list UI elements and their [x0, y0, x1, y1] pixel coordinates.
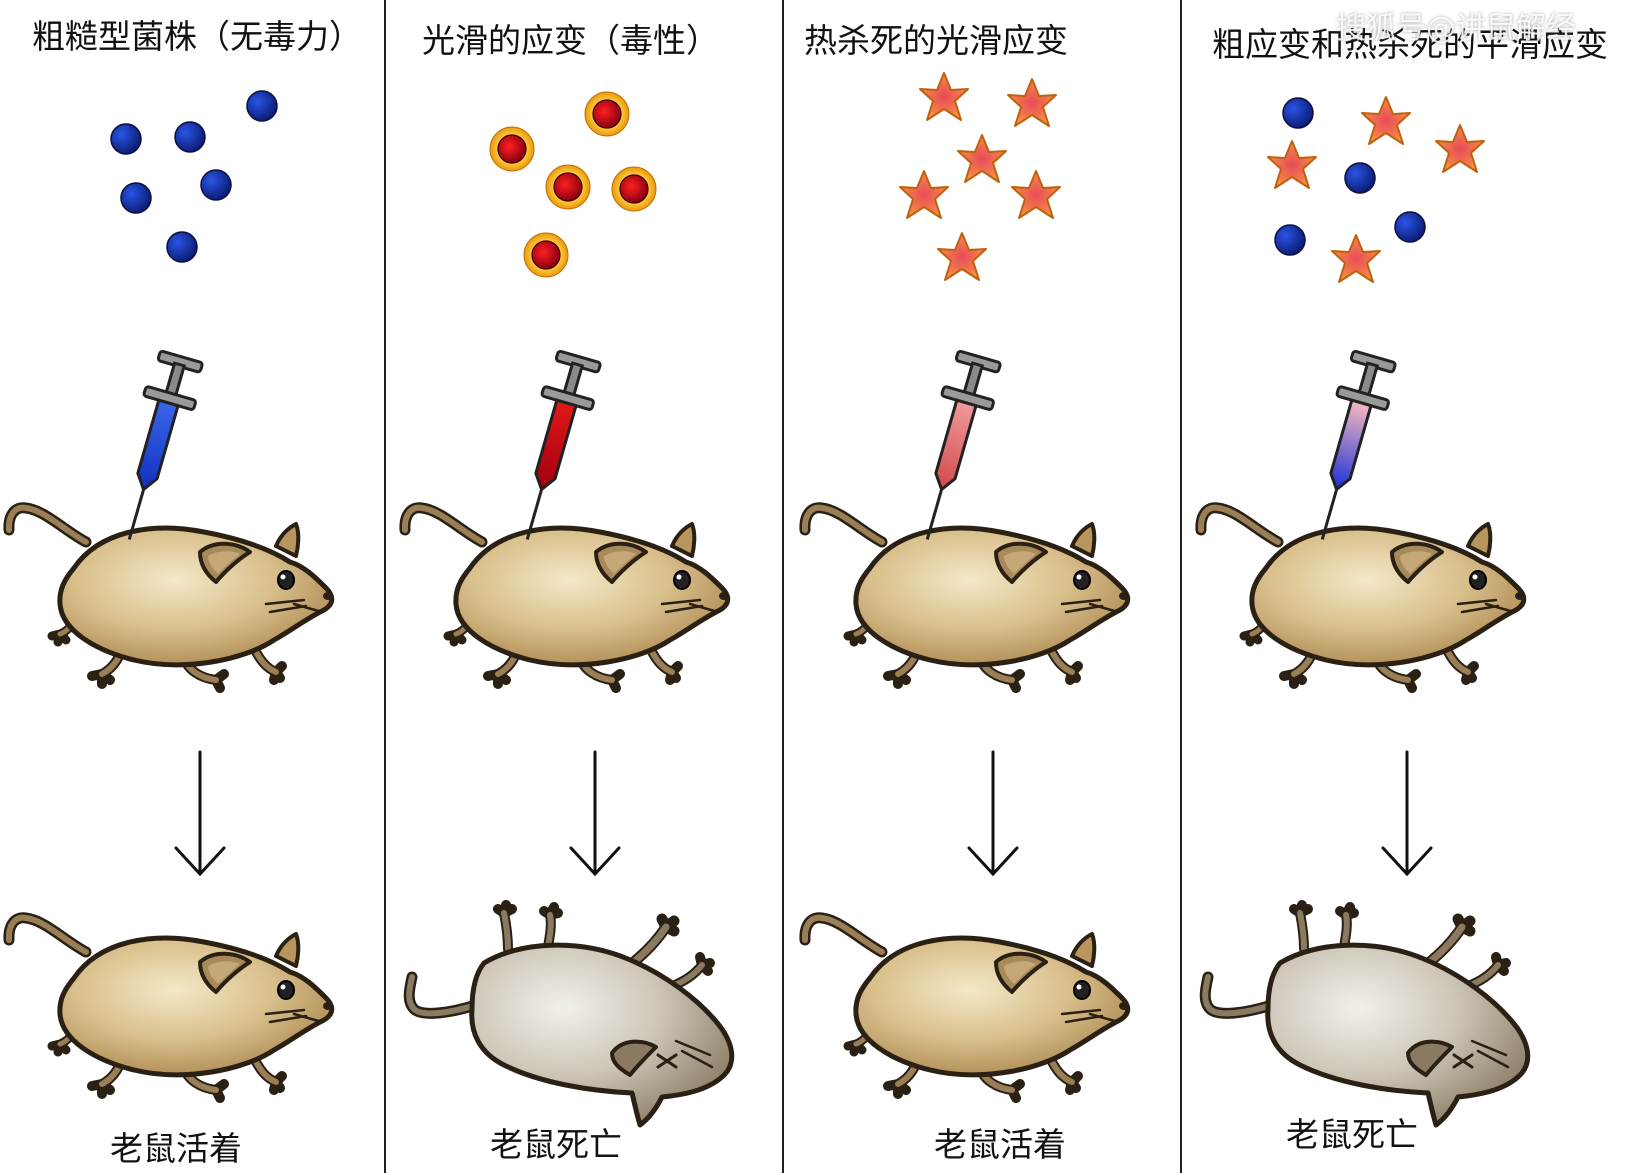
smooth-bacterium	[545, 164, 591, 210]
smooth-bacterium	[523, 232, 569, 278]
heat-killed-bacterium	[1267, 140, 1317, 189]
mouse-result-dead	[409, 905, 732, 1125]
mice-layer	[9, 508, 1528, 1125]
rough-bacterium	[200, 169, 232, 201]
rough-bacterium	[1394, 211, 1426, 243]
panel-2-outcome: 老鼠死亡	[490, 1125, 622, 1164]
bacteria-layer	[110, 72, 1485, 283]
panel-divider	[384, 0, 386, 1173]
rough-bacterium	[246, 90, 278, 122]
mouse-injected-4	[1201, 508, 1525, 688]
down-arrow-icon	[174, 750, 226, 877]
mouse-injected-3	[805, 508, 1129, 688]
panel-3-outcome: 老鼠活着	[934, 1125, 1066, 1164]
rough-bacterium	[110, 123, 142, 155]
mouse-result-dead	[1205, 905, 1528, 1125]
panel-3-title: 热杀死的光滑应变	[804, 21, 1068, 60]
mouse-injected-1	[9, 508, 333, 688]
heat-killed-bacterium	[957, 134, 1007, 183]
panel-4-outcome: 老鼠死亡	[1286, 1115, 1418, 1154]
heat-killed-bacterium	[1007, 78, 1057, 127]
mouse-injected-2	[405, 508, 729, 688]
rough-bacterium	[1282, 97, 1314, 129]
down-arrow-icon	[1381, 750, 1433, 877]
syringe-2	[500, 348, 607, 549]
smooth-bacterium	[611, 166, 657, 212]
down-arrow-icon	[967, 750, 1019, 877]
syringe-3	[900, 348, 1007, 549]
heat-killed-bacterium	[1331, 234, 1381, 283]
heat-killed-bacterium	[1011, 170, 1061, 219]
heat-killed-bacterium	[937, 232, 987, 281]
heat-killed-bacterium	[1435, 124, 1485, 173]
heat-killed-bacterium	[1361, 96, 1411, 145]
panel-divider	[782, 0, 784, 1173]
rough-bacterium	[1274, 224, 1306, 256]
syringe-body	[102, 348, 209, 549]
smooth-bacterium	[489, 126, 535, 172]
rough-bacterium	[166, 231, 198, 263]
panel-1-outcome: 老鼠活着	[110, 1129, 242, 1168]
smooth-bacterium	[584, 91, 630, 137]
heat-killed-bacterium	[899, 170, 949, 219]
rough-bacterium	[120, 182, 152, 214]
syringe-body	[500, 348, 607, 549]
mouse-result-alive	[805, 918, 1129, 1098]
syringe-body	[900, 348, 1007, 549]
syringe-1	[102, 348, 209, 549]
rough-bacterium	[174, 121, 206, 153]
syringe-body	[1295, 348, 1402, 549]
panel-2-title: 光滑的应变（毒性）	[422, 21, 719, 60]
panel-1-title: 粗糙型菌株（无毒力）	[32, 17, 362, 56]
down-arrow-icon	[569, 750, 621, 877]
heat-killed-bacterium	[919, 72, 969, 121]
syringe-4	[1295, 348, 1402, 549]
panel-4-title: 粗应变和热杀死的平滑应变	[1212, 25, 1608, 64]
mouse-result-alive	[9, 918, 333, 1098]
watermark: 搜狐号@讲鼠解经	[1336, 11, 1576, 46]
rough-bacterium	[1344, 162, 1376, 194]
panel-divider	[1180, 0, 1182, 1173]
arrows-layer	[174, 750, 1433, 877]
